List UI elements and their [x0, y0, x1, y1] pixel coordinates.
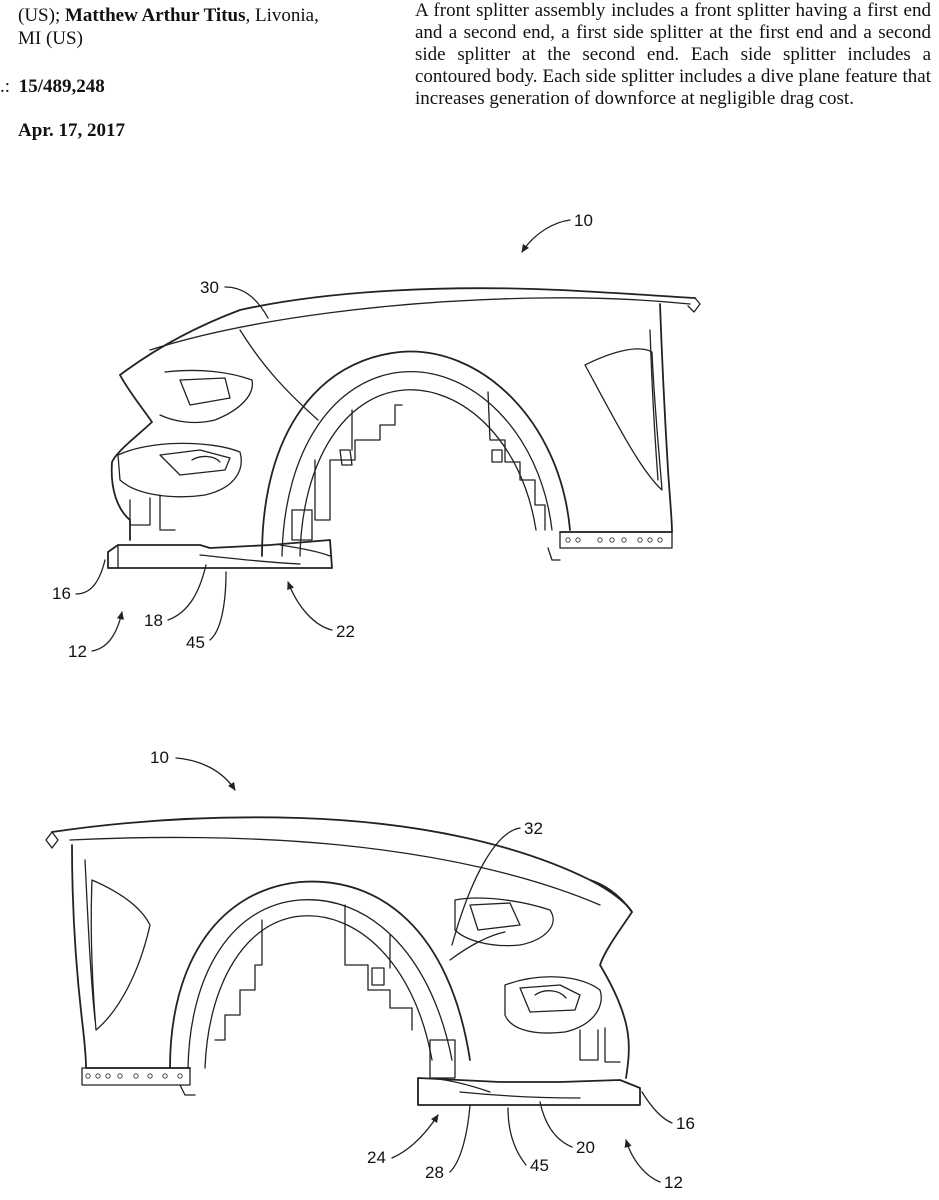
- inventor-line-2: MI (US): [18, 28, 83, 49]
- ref-label-45: 45: [530, 1156, 549, 1175]
- figure-top-labels: 10 30 16 18 12 45 22: [52, 211, 593, 661]
- ref-label-32: 32: [524, 819, 543, 838]
- application-number: .: 15/489,248: [0, 76, 105, 97]
- ref-label-30: 30: [200, 278, 219, 297]
- ref-label-12: 12: [68, 642, 87, 661]
- fender-top-drawing: [107, 287, 701, 569]
- ref-label-16: 16: [52, 584, 71, 603]
- sill-holes-top: [565, 537, 663, 543]
- figure-top: 10 30 16 18 12 45 22: [52, 211, 701, 661]
- filed-date: Apr. 17, 2017: [18, 120, 125, 141]
- ref-label-20: 20: [576, 1138, 595, 1157]
- inventor-name: Matthew Arthur Titus: [64, 5, 246, 26]
- inventor-line-1: (US); Matthew Arthur Titus, Livonia,: [18, 5, 319, 26]
- ref-label-28: 28: [425, 1163, 444, 1182]
- ref-label-16: 16: [676, 1114, 695, 1133]
- ref-label-12: 12: [664, 1173, 683, 1192]
- ref-label-10: 10: [150, 748, 169, 767]
- figure-bottom-labels: 10 32 24 28 45 20 16 12: [150, 748, 695, 1192]
- fender-bottom-drawing: [45, 816, 641, 1106]
- ref-label-24: 24: [367, 1148, 386, 1167]
- ref-label-10: 10: [574, 211, 593, 230]
- sill-holes-bottom: [85, 1073, 183, 1079]
- abstract-text: A front splitter assembly includes a fro…: [415, 0, 931, 109]
- ref-label-45: 45: [186, 633, 205, 652]
- ref-label-22: 22: [336, 622, 355, 641]
- ref-label-18: 18: [144, 611, 163, 630]
